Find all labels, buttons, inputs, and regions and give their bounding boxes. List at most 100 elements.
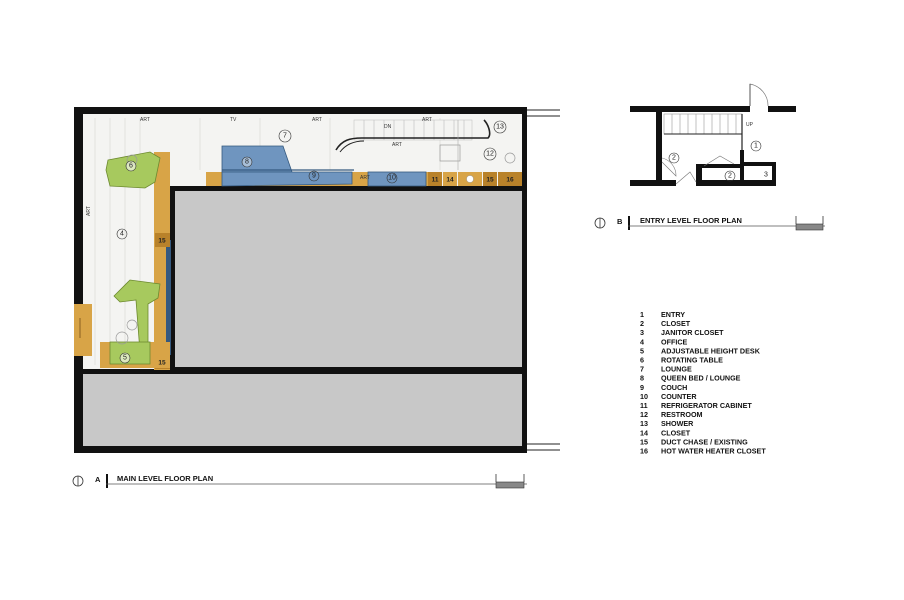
legend-label: LOUNGE (661, 365, 692, 374)
office-side-panel (166, 240, 171, 355)
duct-chase-cabinet-c (483, 172, 497, 186)
main-plan-title-block: A MAIN LEVEL FLOOR PLAN (72, 474, 527, 489)
closet-cabinet (443, 172, 457, 186)
chair (115, 331, 129, 345)
legend-number: 12 (640, 410, 648, 419)
stair-up-label: UP (746, 122, 754, 128)
legend-number: 14 (640, 428, 648, 437)
legend-label: OFFICE (661, 337, 688, 346)
art-label: ART (360, 175, 370, 181)
hot-water-heater-closet (498, 172, 522, 186)
legend-number: 5 (640, 346, 644, 355)
legend-number: 11 (640, 401, 648, 410)
legend-label: COUCH (661, 383, 687, 392)
art-label: ART (86, 206, 92, 216)
entry-bottom-wall-right (696, 180, 776, 186)
entry-plan-tag: B (617, 217, 623, 226)
marker-8: 8 (245, 159, 249, 166)
entry-marker-3: 3 (764, 172, 768, 179)
legend-label: CLOSET (661, 428, 691, 437)
shower-fixture (439, 144, 461, 162)
stair-down-label: DN (384, 124, 392, 130)
marker-15: 15 (158, 360, 166, 367)
marker-13: 13 (496, 124, 504, 131)
marker-7: 7 (283, 133, 287, 140)
adjustable-desk (109, 341, 151, 365)
entry-bottom-wall-left (630, 180, 676, 186)
legend-label: COUNTER (661, 392, 697, 401)
legend-number: 8 (640, 374, 644, 383)
entry-plan-title: ENTRY LEVEL FLOOR PLAN (640, 216, 742, 225)
marker-6: 6 (129, 163, 133, 170)
entry-left-wall (656, 112, 662, 186)
art-label: ART (140, 117, 150, 123)
legend-label: DUCT CHASE / EXISTING (661, 437, 748, 446)
entry-level-floor-plan: UP 1 2 2 3 B ENTRY LEVEL FLOOR PLAN (594, 83, 825, 231)
entry-plan-title-block: B ENTRY LEVEL FLOOR PLAN (594, 216, 825, 231)
legend-number: 13 (640, 419, 648, 428)
marker-14: 14 (446, 177, 454, 184)
legend-number: 7 (640, 365, 644, 374)
legend-number: 1 (640, 310, 644, 319)
legend-number: 9 (640, 383, 644, 392)
adjustable-desk-top (113, 279, 161, 353)
janitor-wall-top (744, 162, 776, 166)
main-level-floor-plan: ART TV ART ART ART DN ART ART 6 4 5 7 8 … (72, 107, 560, 489)
entry-marker-2: 2 (672, 155, 676, 162)
legend-number: 16 (640, 447, 648, 456)
art-label: ART (392, 142, 402, 148)
marker-11: 11 (432, 177, 439, 184)
art-label: ART (422, 117, 432, 123)
marker-9: 9 (312, 173, 316, 180)
legend-label: REFRIGERATOR CABINET (661, 401, 752, 410)
inner-unused-area (175, 191, 522, 367)
legend-label: CLOSET (661, 319, 691, 328)
entry-top-wall-left (630, 106, 750, 112)
marker-16: 16 (506, 177, 514, 184)
lower-unused-area (83, 374, 522, 446)
legend-label: ENTRY (661, 310, 685, 319)
room-markers: 6 4 5 7 8 9 10 13 12 11 14 15 16 15 15 (116, 120, 514, 367)
legend-number: 10 (640, 392, 648, 401)
legend-label: ADJUSTABLE HEIGHT DESK (661, 346, 761, 355)
legend-label: RESTROOM (661, 410, 703, 419)
toilet (504, 152, 516, 164)
couch (221, 171, 353, 187)
queen-bed (221, 145, 293, 173)
left-bench (74, 304, 92, 356)
marker-15: 15 (158, 238, 166, 245)
marker-5: 5 (123, 355, 127, 362)
legend-label: JANITOR CLOSET (661, 328, 724, 337)
scale-bar (495, 481, 525, 489)
marker-15: 15 (486, 177, 494, 184)
legend-number: 6 (640, 356, 644, 365)
entry-top-wall-right (768, 106, 796, 112)
stair (335, 119, 491, 153)
legend-label: ROTATING TABLE (661, 356, 723, 365)
scale-bar (795, 223, 824, 231)
entry-marker-1: 1 (754, 143, 758, 150)
refrigerator-cabinet (428, 172, 442, 186)
marker-12: 12 (486, 151, 494, 158)
marker-4: 4 (120, 231, 124, 238)
janitor-wall (740, 150, 744, 184)
marker-10: 10 (388, 175, 396, 182)
tv-label: TV (230, 117, 237, 123)
janitor-wall-right (772, 162, 776, 186)
legend-number: 4 (640, 337, 644, 346)
main-plan-tag: A (95, 475, 101, 484)
art-label: ART (312, 117, 322, 123)
closet-wall (696, 164, 702, 184)
entry-marker-2b: 2 (728, 173, 732, 180)
chair (126, 319, 138, 331)
legend-number: 2 (640, 319, 644, 328)
duct-chase-cabinet-a (155, 233, 170, 247)
main-plan-title: MAIN LEVEL FLOOR PLAN (117, 474, 213, 483)
legend-label: HOT WATER HEATER CLOSET (661, 447, 766, 456)
legend-number: 3 (640, 328, 644, 337)
entry-door-swing (749, 83, 769, 107)
legend-label: SHOWER (661, 419, 694, 428)
legend-number: 15 (640, 437, 648, 446)
